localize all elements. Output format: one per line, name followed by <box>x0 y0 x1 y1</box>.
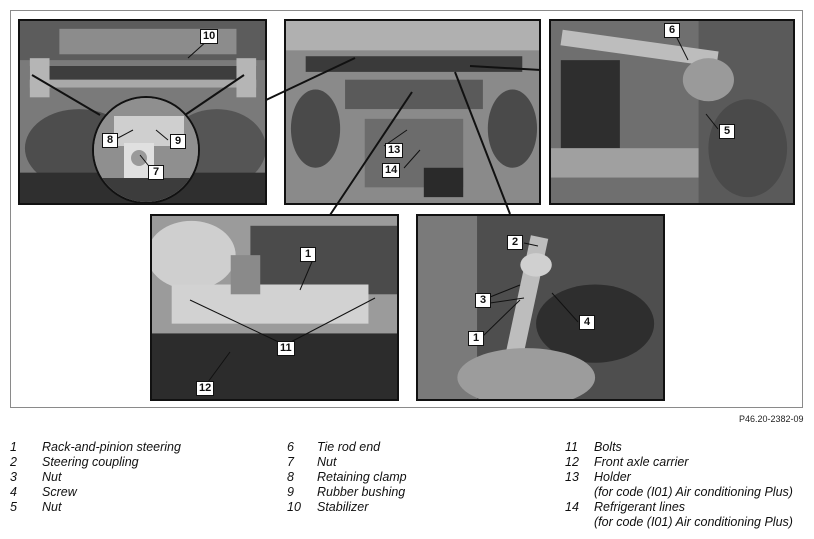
legend-column-3: 11 Bolts 12 Front axle carrier 13 Holder (f… <box>565 440 810 530</box>
legend-item-sub: (for code (I01) Air conditioning Plus) <box>565 515 810 530</box>
legend-item: 10 Stabilizer <box>287 500 547 515</box>
callout-13: 13 <box>385 143 404 158</box>
legend-sublabel: (for code (I01) Air conditioning Plus) <box>594 485 793 499</box>
legend-item: 2 Steering coupling <box>10 455 270 470</box>
legend-label: Bolts <box>594 440 622 454</box>
legend-item: 1 Rack-and-pinion steering <box>10 440 270 455</box>
legend-item: 3 Nut <box>10 470 270 485</box>
legend-number: 9 <box>287 485 294 499</box>
legend-label: Tie rod end <box>317 440 381 454</box>
callout-12: 12 <box>196 381 215 396</box>
legend-number: 8 <box>287 470 294 484</box>
legend-label: Steering coupling <box>42 455 139 469</box>
legend-number: 3 <box>10 470 17 484</box>
figure-reference: P46.20-2382-09 <box>739 414 804 424</box>
legend-number: 5 <box>10 500 17 514</box>
callout-1-coupling: 1 <box>468 331 484 346</box>
legend-number: 13 <box>565 470 579 484</box>
callout-9: 9 <box>170 134 186 149</box>
legend-item-sub: (for code (I01) Air conditioning Plus) <box>565 485 810 500</box>
legend-number: 7 <box>287 455 294 469</box>
legend-item: 9 Rubber bushing <box>287 485 547 500</box>
legend-column-1: 1 Rack-and-pinion steering 2 Steering coup… <box>10 440 270 515</box>
legend-item: 5 Nut <box>10 500 270 515</box>
legend-item: 14 Refrigerant lines <box>565 500 810 515</box>
legend-label: Holder <box>594 470 631 484</box>
callout-1-axle: 1 <box>300 247 316 262</box>
legend-label: Rack-and-pinion steering <box>42 440 181 454</box>
legend-label: Rubber bushing <box>317 485 406 499</box>
photo-steering-coupling <box>416 214 665 401</box>
legend-label: Front axle carrier <box>594 455 689 469</box>
callout-3: 3 <box>475 293 491 308</box>
callout-7: 7 <box>148 165 164 180</box>
legend-column-2: 6 Tie rod end 7 Nut 8 Retaining clamp 9 Rubb… <box>287 440 547 515</box>
callout-4: 4 <box>579 315 595 330</box>
legend-label: Refrigerant lines <box>594 500 686 514</box>
legend-label: Nut <box>42 470 62 484</box>
legend-number: 11 <box>565 440 578 454</box>
legend-item: 7 Nut <box>287 455 547 470</box>
legend-item: 11 Bolts <box>565 440 810 455</box>
legend-number: 1 <box>10 440 17 454</box>
legend: 1 Rack-and-pinion steering 2 Steering coup… <box>0 440 814 535</box>
legend-number: 4 <box>10 485 17 499</box>
legend-label: Stabilizer <box>317 500 369 514</box>
legend-item: 12 Front axle carrier <box>565 455 810 470</box>
callout-10: 10 <box>200 29 219 44</box>
callout-2: 2 <box>507 235 523 250</box>
callout-6: 6 <box>664 23 680 38</box>
zoom-inset <box>92 96 200 204</box>
legend-sublabel: (for code (I01) Air conditioning Plus) <box>594 515 793 529</box>
callout-11: 11 <box>277 341 295 356</box>
legend-label: Nut <box>42 500 62 514</box>
callout-8: 8 <box>102 133 118 148</box>
legend-label: Nut <box>317 455 337 469</box>
legend-number: 6 <box>287 440 294 454</box>
legend-number: 2 <box>10 455 17 469</box>
legend-number: 14 <box>565 500 579 514</box>
legend-label: Retaining clamp <box>317 470 407 484</box>
callout-5: 5 <box>719 124 735 139</box>
legend-item: 13 Holder <box>565 470 810 485</box>
legend-number: 10 <box>287 500 301 514</box>
photo-axle-carrier <box>150 214 399 401</box>
legend-number: 12 <box>565 455 579 469</box>
legend-item: 8 Retaining clamp <box>287 470 547 485</box>
photo-front-axle-overview <box>284 19 541 205</box>
legend-item: 6 Tie rod end <box>287 440 547 455</box>
legend-item: 4 Screw <box>10 485 270 500</box>
photo-tie-rod-end <box>549 19 795 205</box>
legend-label: Screw <box>42 485 77 499</box>
callout-14: 14 <box>382 163 401 178</box>
